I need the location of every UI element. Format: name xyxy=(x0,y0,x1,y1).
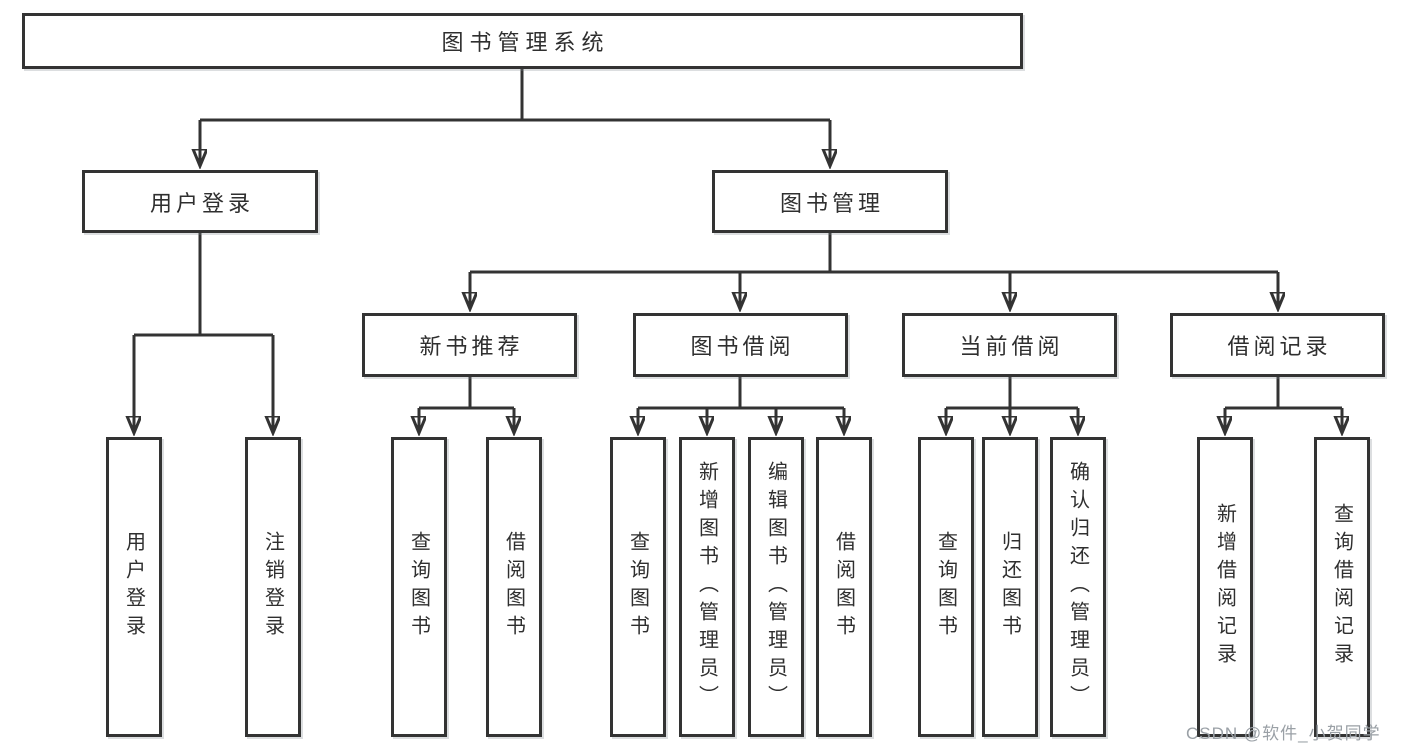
node-leaf-logout: 注销登录 xyxy=(245,437,301,737)
edge-user-login-trunk xyxy=(134,233,273,337)
edge-book-borrow-trunk xyxy=(638,376,844,410)
node-leaf-add-books: 新增图书（管理员） xyxy=(679,437,735,737)
node-leaf-logout-label: 注销登录 xyxy=(261,531,284,643)
node-leaf-user-login-label: 用户登录 xyxy=(122,531,145,643)
csdn-watermark: CSDN @软件_小贺同学 xyxy=(1186,724,1381,743)
node-borrow-records: 借阅记录 xyxy=(1170,313,1385,377)
node-leaf-user-login: 用户登录 xyxy=(106,437,162,737)
node-leaf-query-books-borrow-label: 查询图书 xyxy=(626,531,649,643)
node-user-login-label: 用户登录 xyxy=(149,190,254,216)
node-leaf-confirm-return: 确认归还（管理员） xyxy=(1050,437,1106,737)
node-leaf-return-books-label: 归还图书 xyxy=(998,531,1021,643)
edge-new-books-trunk xyxy=(419,376,514,410)
node-leaf-edit-books-label: 编辑图书（管理员） xyxy=(764,461,787,713)
node-root: 图书管理系统 xyxy=(22,13,1023,69)
node-root-label: 图书管理系统 xyxy=(441,30,610,55)
node-leaf-query-books-borrow: 查询图书 xyxy=(610,437,666,737)
node-leaf-edit-books: 编辑图书（管理员） xyxy=(748,437,804,737)
node-book-borrow: 图书借阅 xyxy=(633,313,848,377)
node-leaf-borrow-books: 借阅图书 xyxy=(816,437,872,737)
node-book-borrow-label: 图书借阅 xyxy=(690,334,795,359)
node-leaf-add-books-label: 新增图书（管理员） xyxy=(695,461,718,713)
node-leaf-query-books-rec-label: 查询图书 xyxy=(407,531,430,643)
node-leaf-confirm-return-label: 确认归还（管理员） xyxy=(1066,461,1089,713)
node-new-books-label: 新书推荐 xyxy=(419,334,524,359)
node-leaf-add-borrow-record-label: 新增借阅记录 xyxy=(1213,503,1236,671)
node-book-mgmt: 图书管理 xyxy=(712,170,948,233)
node-leaf-return-books: 归还图书 xyxy=(982,437,1038,737)
node-current-borrow-label: 当前借阅 xyxy=(959,334,1064,359)
node-leaf-borrow-books-rec-label: 借阅图书 xyxy=(502,531,525,643)
node-book-mgmt-label: 图书管理 xyxy=(779,190,884,216)
node-borrow-records-label: 借阅记录 xyxy=(1227,334,1332,359)
node-leaf-borrow-books-label: 借阅图书 xyxy=(832,531,855,643)
node-leaf-query-borrow-record: 查询借阅记录 xyxy=(1314,437,1370,737)
node-leaf-query-borrow-record-label: 查询借阅记录 xyxy=(1330,503,1353,671)
node-new-books: 新书推荐 xyxy=(362,313,577,377)
node-leaf-query-books-rec: 查询图书 xyxy=(391,437,447,737)
node-current-borrow: 当前借阅 xyxy=(902,313,1117,377)
node-user-login: 用户登录 xyxy=(82,170,318,233)
edge-root-trunk xyxy=(200,69,830,122)
edge-current-borrow-trunk xyxy=(946,376,1078,410)
node-leaf-query-books-current: 查询图书 xyxy=(918,437,974,737)
edge-borrow-records-trunk xyxy=(1225,376,1342,410)
node-leaf-add-borrow-record: 新增借阅记录 xyxy=(1197,437,1253,737)
node-leaf-query-books-current-label: 查询图书 xyxy=(934,531,957,643)
node-leaf-borrow-books-rec: 借阅图书 xyxy=(486,437,542,737)
edge-book-mgmt-trunk xyxy=(470,233,1278,274)
